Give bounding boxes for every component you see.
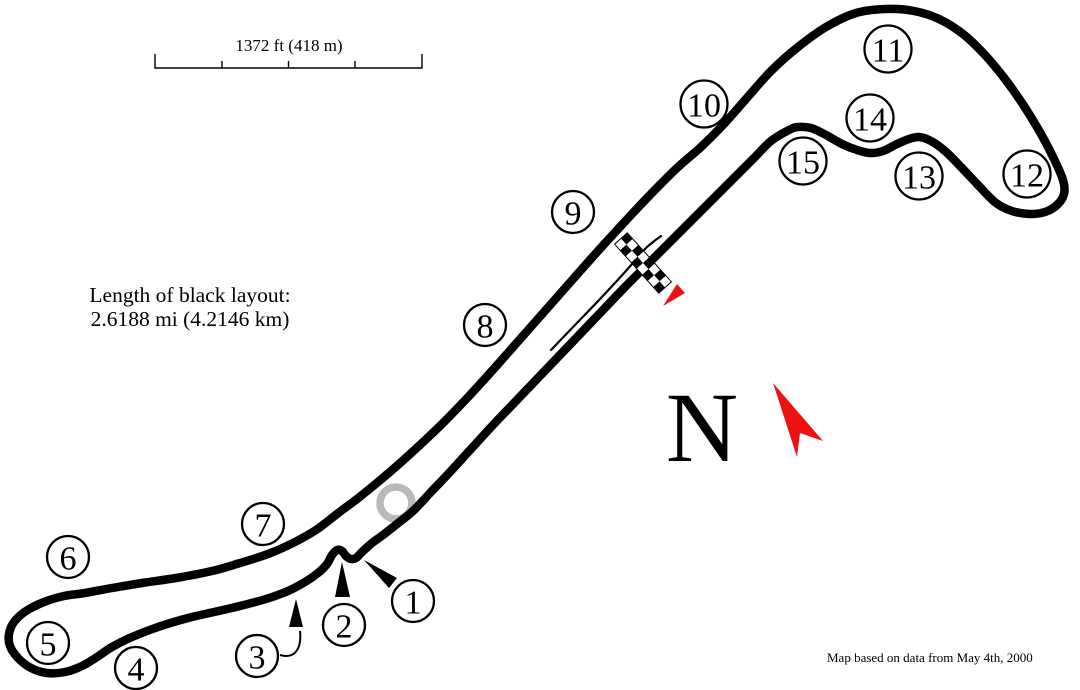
turn-circle	[1002, 149, 1052, 199]
turn-number: 13	[902, 160, 936, 197]
turn-circle	[321, 602, 367, 648]
turn-marker-13: 13	[894, 151, 944, 201]
finish-line-checkered-icon	[613, 232, 673, 294]
turn-marker-3: 3	[234, 633, 280, 679]
turn-number: 6	[60, 541, 77, 578]
north-indicator: N	[666, 372, 823, 483]
turn-number: 2	[336, 609, 353, 646]
turn-marker-15: 15	[778, 136, 828, 186]
turn-number: 14	[853, 102, 887, 139]
scale-label: 1372 ft (418 m)	[235, 36, 342, 55]
turn-number: 10	[687, 88, 721, 125]
turn-circle	[778, 136, 828, 186]
flag-border	[613, 232, 673, 294]
turn-marker-2: 2	[321, 602, 367, 648]
turn-number: 8	[477, 309, 494, 346]
turn-number: 11	[872, 33, 905, 70]
layout-length-line2: 2.6188 mi (4.2146 km)	[91, 307, 290, 331]
turn-marker-6: 6	[45, 534, 91, 580]
turn-marker-8: 8	[462, 302, 508, 348]
turn-marker-1: 1	[390, 578, 436, 624]
turn-marker-14: 14	[845, 93, 895, 143]
turn-number: 15	[786, 145, 820, 182]
turn-marker-12: 12	[1002, 149, 1052, 199]
turn-circle	[25, 620, 71, 666]
turn-circle	[240, 501, 286, 547]
layout-length-line1: Length of black layout:	[89, 283, 290, 307]
turn-marker-11: 11	[863, 24, 913, 74]
turn-number: 7	[255, 508, 272, 545]
scale-ruler	[154, 54, 423, 69]
turn-number: 12	[1010, 158, 1044, 195]
turn-2-arrow-icon	[335, 562, 350, 597]
turn-circle	[679, 79, 729, 129]
turn-circle	[45, 534, 91, 580]
turn-circle	[845, 93, 895, 143]
turn-circle	[894, 151, 944, 201]
turn-number: 9	[565, 196, 582, 233]
turn-3-arrow-tail	[279, 630, 302, 657]
turn-number: 4	[128, 652, 145, 689]
turn-marker-4: 4	[113, 645, 159, 690]
turn-circle	[462, 302, 508, 348]
turn-marker-5: 5	[25, 620, 71, 666]
turn-number: 5	[40, 627, 57, 664]
turn-circle	[863, 24, 913, 74]
alternate-layout-arc	[376, 483, 416, 523]
turn-marker-9: 9	[550, 189, 596, 235]
turn-3-arrow-head	[289, 599, 303, 627]
scale-bar: 1372 ft (418 m)	[154, 36, 423, 69]
track-outline	[4, 4, 1069, 678]
turn-marker-10: 10	[679, 79, 729, 129]
turn-circle	[234, 633, 280, 679]
turn-circle	[550, 189, 596, 235]
turn-marker-7: 7	[240, 501, 286, 547]
north-arrow-icon	[773, 383, 823, 457]
layout-length-note: Length of black layout: 2.6188 mi (4.214…	[89, 283, 290, 331]
turn-number: 1	[405, 585, 422, 622]
north-letter: N	[666, 372, 738, 483]
turn-number: 3	[249, 640, 266, 677]
turn-circle	[113, 645, 159, 690]
race-direction-arrow-icon	[663, 284, 685, 306]
turn-3-arrow-icon	[279, 599, 303, 657]
map-caption: Map based on data from May 4th, 2000	[827, 650, 1033, 665]
turn-circle	[390, 578, 436, 624]
turn-1-arrow-icon	[364, 560, 397, 588]
